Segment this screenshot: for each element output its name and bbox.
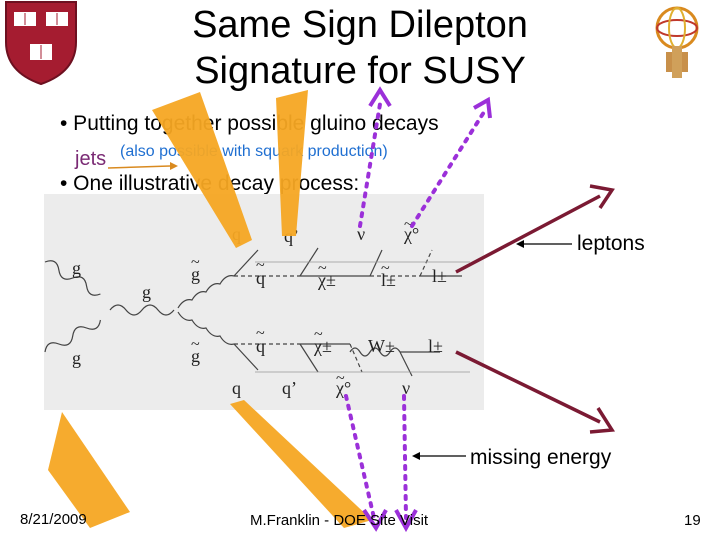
quark-bottom-line	[233, 343, 259, 371]
missing-arrow-bottom-2	[402, 394, 408, 520]
qprime-bottom-line	[299, 343, 319, 373]
label-q-bottom: q	[232, 378, 241, 398]
label-chi0-top: χ°	[404, 224, 420, 244]
gluon-top-incoming	[44, 260, 101, 296]
label-w-boson: W±	[368, 336, 395, 356]
missing-energy-label: missing energy	[470, 446, 612, 469]
nu-top-line	[369, 249, 383, 277]
harvard-shield-logo	[5, 1, 77, 86]
jets-label: jets	[75, 148, 107, 170]
label-squark-bottom: q	[256, 336, 265, 356]
footer-date: 8/21/2009	[20, 511, 87, 528]
label-g-middle: g	[142, 282, 151, 302]
missing-arrow-bottom-1	[344, 394, 376, 520]
jets-arrow	[107, 165, 171, 169]
page-title: Same Sign Dilepton Signature for SUSY	[150, 2, 570, 94]
label-nu-top: ν	[357, 224, 366, 244]
jet-wedge-top-left	[152, 92, 252, 248]
label-g-top: g	[72, 258, 81, 278]
label-squark-bottom-tilde: ~	[256, 325, 265, 342]
atlas-logo	[655, 6, 699, 78]
label-chi0-bottom: χ°	[336, 378, 352, 398]
gluon-middle	[109, 304, 175, 316]
footer-page-number: 19	[684, 512, 701, 529]
label-gluino-bottom: g	[191, 346, 200, 366]
chi0-top-line	[419, 249, 433, 277]
gluon-bottom-incoming	[44, 319, 102, 353]
missing-arrow-top-1	[358, 102, 382, 228]
quark-top-line	[233, 249, 259, 277]
label-chargino-bottom-tilde: ~	[314, 326, 323, 343]
label-chi0-top-tilde: ~	[404, 216, 413, 233]
label-gluino-top: g	[191, 264, 200, 284]
label-gluino-top-tilde: ~	[191, 254, 200, 271]
jet-wedge-top-center	[276, 90, 308, 236]
title-line-1: Same Sign Dilepton	[192, 4, 528, 46]
lepton-arrow-top	[455, 194, 601, 274]
label-chargino-top: χ±	[318, 270, 336, 290]
gluino-bottom-line	[177, 311, 235, 345]
label-slepton-tilde: ~	[381, 260, 390, 277]
jet-wedge-bottom-right	[230, 400, 372, 528]
gluino-top-line	[177, 275, 235, 309]
bullet-gluino-decays: • Putting together possible gluino decay…	[60, 112, 439, 135]
leptons-label: leptons	[577, 232, 645, 255]
w-boson-line	[349, 347, 401, 357]
title-line-2: Signature for SUSY	[194, 50, 526, 92]
label-squark-top-tilde: ~	[256, 257, 265, 274]
label-lepton-bottom: l±	[428, 336, 443, 356]
label-chi0-bottom-tilde: ~	[336, 370, 345, 387]
label-nu-bottom: ν	[402, 378, 411, 398]
jet-wedge-bottom-left	[48, 412, 130, 528]
label-lepton-top: l±	[432, 266, 447, 286]
label-chargino-top-tilde: ~	[318, 260, 327, 277]
lepton-arrow-bottom	[455, 350, 601, 424]
label-g-bottom: g	[72, 348, 81, 368]
footer-presenter: M.Franklin - DOE Site Visit	[250, 512, 429, 529]
label-chargino-bottom: χ±	[314, 336, 332, 356]
label-slepton: l±	[381, 270, 396, 290]
label-squark-top: q	[256, 268, 265, 288]
missing-arrow-top-2	[410, 110, 486, 228]
chi0-bottom-line	[349, 343, 363, 373]
label-qprime-bottom: q’	[282, 378, 297, 398]
label-gluino-bottom-tilde: ~	[191, 336, 200, 353]
